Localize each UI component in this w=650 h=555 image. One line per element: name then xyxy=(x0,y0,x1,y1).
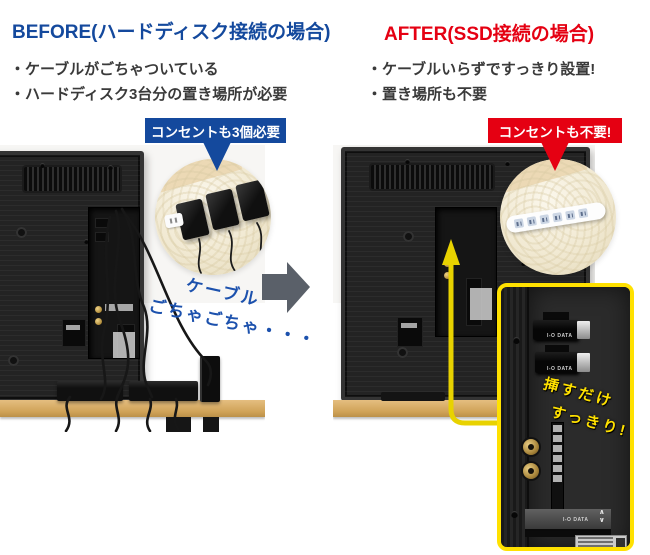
usb-port xyxy=(543,312,569,320)
screw xyxy=(511,511,518,518)
after-bullet-2: ・置き場所も不要 xyxy=(367,86,488,103)
rating-sticker xyxy=(575,535,627,547)
power-inlet xyxy=(62,319,86,347)
vesa-hole xyxy=(397,347,408,358)
outlet xyxy=(539,214,550,225)
after-callout: コンセントも不要! xyxy=(488,118,622,143)
outlet xyxy=(552,212,563,223)
ssd-brand-label: I-O DATA xyxy=(547,366,573,372)
ssd-stick-1 xyxy=(533,320,578,340)
outlet xyxy=(513,218,525,229)
antenna-connector xyxy=(523,439,539,455)
outlet xyxy=(565,210,576,221)
plug-port xyxy=(95,218,109,228)
screw xyxy=(513,337,520,344)
usb-port xyxy=(545,345,569,352)
bottom-device-bar xyxy=(525,509,611,529)
power-label xyxy=(66,325,80,330)
power-inlet xyxy=(397,317,423,347)
hdd-flat-2 xyxy=(129,381,198,401)
screw xyxy=(405,159,410,164)
screw xyxy=(40,163,45,168)
before-callout: コンセントも3個必要 xyxy=(145,118,286,143)
vesa-hole xyxy=(16,227,27,238)
screw xyxy=(84,239,89,244)
connection-recess xyxy=(435,207,595,337)
tv-back-before xyxy=(0,151,144,403)
ssd-brand-label: I-O DATA xyxy=(547,333,573,339)
vent-slot xyxy=(525,531,611,537)
ssd-tip xyxy=(577,321,590,339)
screw xyxy=(108,165,113,170)
after-callout-pointer xyxy=(541,142,569,171)
panel-edge xyxy=(527,287,529,547)
before-bullet-list: ・ケーブルがごちゃついている ・ハードディスク3台分の置き場所が必要 xyxy=(10,57,287,107)
outlet xyxy=(526,216,537,227)
before-bullet-1: ・ケーブルがごちゃついている xyxy=(10,61,219,78)
port-label xyxy=(105,304,133,311)
port-label-column xyxy=(551,422,564,510)
qr-mark xyxy=(616,538,625,547)
shelf-leg xyxy=(166,417,191,432)
tv-stand-foot xyxy=(381,392,445,401)
hdd-vertical xyxy=(200,356,220,402)
shelf-leg xyxy=(203,417,219,432)
before-outlet-inset xyxy=(155,159,271,275)
rca-connector xyxy=(444,260,451,267)
updown-icons: ∧∨ xyxy=(599,509,605,524)
tv-edge-ridges xyxy=(501,287,527,547)
before-title: BEFORE(ハードディスク接続の場合) xyxy=(12,22,331,43)
rca-connector xyxy=(95,318,102,325)
vesa-hole xyxy=(8,355,19,366)
connection-recess xyxy=(88,207,140,359)
tv-shelf xyxy=(0,400,265,417)
ssd-closeup-inset: I-O DATA I-O DATA 挿すだけ すっきり! I-O DATA ∧∨ xyxy=(497,283,634,551)
spec-sticker xyxy=(113,332,135,358)
after-bullet-1: ・ケーブルいらずですっきり設置! xyxy=(367,61,596,78)
after-title: AFTER(SSD接続の場合) xyxy=(384,24,595,45)
ssd-stick-2 xyxy=(535,352,578,373)
rca-connector xyxy=(444,272,451,279)
vesa-hole xyxy=(403,231,414,242)
device-brand-label: I-O DATA xyxy=(563,517,589,523)
vent-grille xyxy=(24,167,120,191)
right-arrow-icon xyxy=(262,262,310,313)
rca-connector xyxy=(95,306,102,313)
before-bullet-2: ・ハードディスク3台分の置き場所が必要 xyxy=(10,86,288,103)
antenna-connector xyxy=(523,463,539,479)
power-label xyxy=(401,323,417,328)
outlet xyxy=(578,208,589,219)
after-bullet-list: ・ケーブルいらずですっきり設置! ・置き場所も不要 xyxy=(367,57,595,107)
after-outlet-inset xyxy=(500,159,616,275)
plug-port xyxy=(95,232,109,242)
ssd-tip xyxy=(577,353,590,372)
spec-sticker xyxy=(470,288,492,320)
hdd-flat-1 xyxy=(57,381,123,401)
after-callout-text: コンセントも不要! xyxy=(498,124,612,140)
vent-grille xyxy=(371,165,493,189)
before-callout-pointer xyxy=(203,142,231,171)
before-callout-text: コンセントも3個必要 xyxy=(150,124,280,140)
